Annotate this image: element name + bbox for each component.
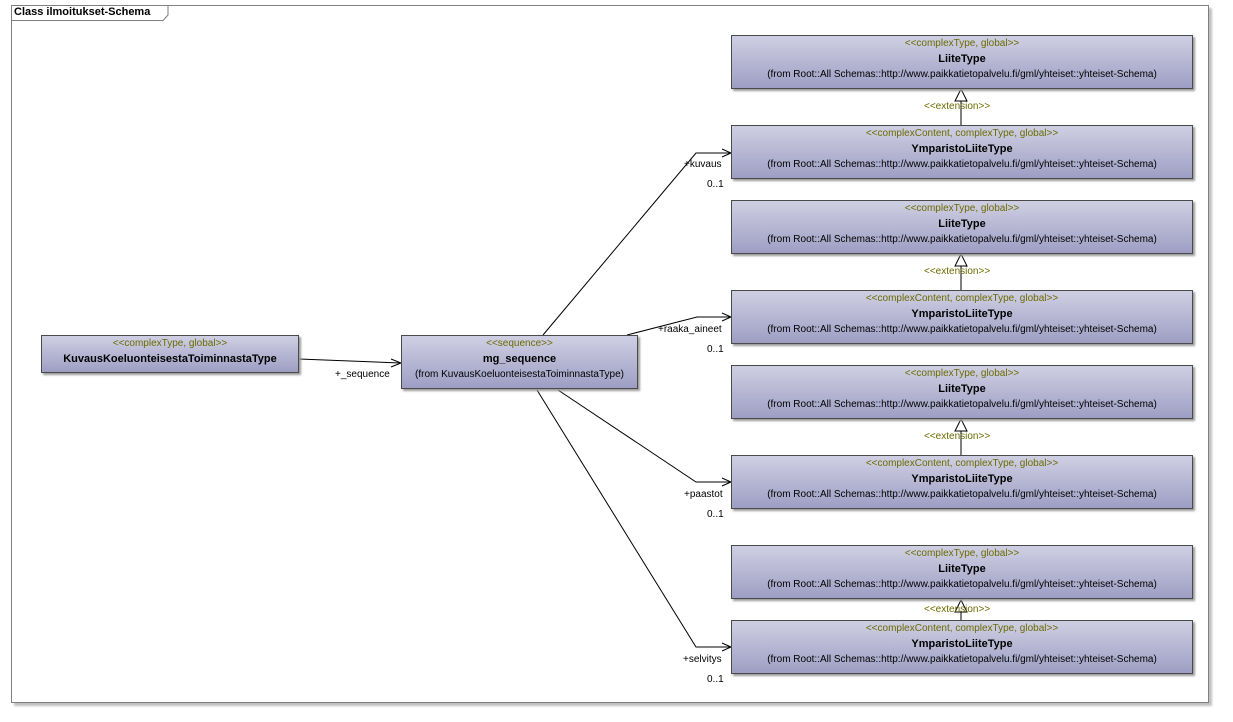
class-liite-type-1[interactable]: <<complexType, global>> LiiteType (from … [731,35,1193,89]
class-name: LiiteType [938,53,986,65]
class-stereotype: <<sequence>> [486,338,553,349]
class-origin: (from Root::All Schemas::http://www.paik… [767,489,1157,500]
diagram-title: Class ilmoitukset-Schema [14,6,151,18]
class-stereotype: <<complexType, global>> [904,548,1020,559]
class-ymparisto-liite-type-2[interactable]: <<complexContent, complexType, global>> … [731,290,1193,344]
class-kuvaus-koeluonteisesta[interactable]: <<complexType, global>> KuvausKoeluontei… [41,335,299,373]
class-name: YmparistoLiiteType [911,473,1013,485]
generalization-1-arrowhead [954,87,968,102]
role-kuvaus: +kuvaus [684,159,722,170]
class-liite-type-3[interactable]: <<complexType, global>> LiiteType (from … [731,365,1193,419]
generalization-2-arrowhead [954,252,968,267]
class-origin: (from Root::All Schemas::http://www.paik… [767,234,1157,245]
class-name: mg_sequence [482,353,557,365]
class-ymparisto-liite-type-4[interactable]: <<complexContent, complexType, global>> … [731,620,1193,674]
class-liite-type-4[interactable]: <<complexType, global>> LiiteType (from … [731,545,1193,599]
class-name: YmparistoLiiteType [911,638,1013,650]
class-origin: (from Root::All Schemas::http://www.paik… [767,324,1157,335]
class-ymparisto-liite-type-1[interactable]: <<complexContent, complexType, global>> … [731,125,1193,179]
association-selvitys-line [536,389,731,648]
class-stereotype: <<complexContent, complexType, global>> [865,128,1059,139]
association-paastot-line [557,389,731,483]
role-paastot: +paastot [684,489,723,500]
generalization-4-arrowhead [954,598,968,613]
class-name: LiiteType [938,563,986,575]
role-sequence: +_sequence [335,369,390,380]
multiplicity-kuvaus: 0..1 [707,179,724,190]
class-name: YmparistoLiiteType [911,308,1013,320]
class-stereotype: <<complexContent, complexType, global>> [865,458,1059,469]
association-raaka-aineet-line [626,316,731,336]
class-stereotype: <<complexContent, complexType, global>> [865,623,1059,634]
frame-tab-outline [11,5,169,21]
class-liite-type-2[interactable]: <<complexType, global>> LiiteType (from … [731,200,1193,254]
generalization-3-arrowhead [954,417,968,432]
role-raaka-aineet: +raaka_aineet [658,324,722,335]
class-stereotype: <<complexContent, complexType, global>> [865,293,1059,304]
class-stereotype: <<complexType, global>> [904,38,1020,49]
multiplicity-paastot: 0..1 [707,509,724,520]
class-stereotype: <<complexType, global>> [112,338,228,349]
class-ymparisto-liite-type-3[interactable]: <<complexContent, complexType, global>> … [731,455,1193,509]
multiplicity-selvitys: 0..1 [707,674,724,685]
class-origin: (from Root::All Schemas::http://www.paik… [767,399,1157,410]
class-stereotype: <<complexType, global>> [904,368,1020,379]
class-name: LiiteType [938,218,986,230]
class-name: KuvausKoeluonteisestaToiminnastaType [63,353,277,365]
extension-label-2: <<extension>> [924,266,991,277]
multiplicity-raaka-aineet: 0..1 [707,344,724,355]
extension-label-3: <<extension>> [924,431,991,442]
class-origin: (from Root::All Schemas::http://www.paik… [767,159,1157,170]
class-origin: (from KuvausKoeluonteisestaToiminnastaTy… [415,369,624,380]
class-stereotype: <<complexType, global>> [904,203,1020,214]
role-selvitys: +selvitys [683,654,722,665]
extension-label-4: <<extension>> [924,604,991,615]
class-origin: (from Root::All Schemas::http://www.paik… [767,69,1157,80]
class-origin: (from Root::All Schemas::http://www.paik… [767,654,1157,665]
association-kuvaus-line [542,152,731,336]
class-origin: (from Root::All Schemas::http://www.paik… [767,579,1157,590]
extension-label-1: <<extension>> [924,101,991,112]
class-name: LiiteType [938,383,986,395]
class-mg-sequence[interactable]: <<sequence>> mg_sequence (from KuvausKoe… [401,335,638,389]
association-sequence-line [298,358,402,364]
class-name: YmparistoLiiteType [911,143,1013,155]
